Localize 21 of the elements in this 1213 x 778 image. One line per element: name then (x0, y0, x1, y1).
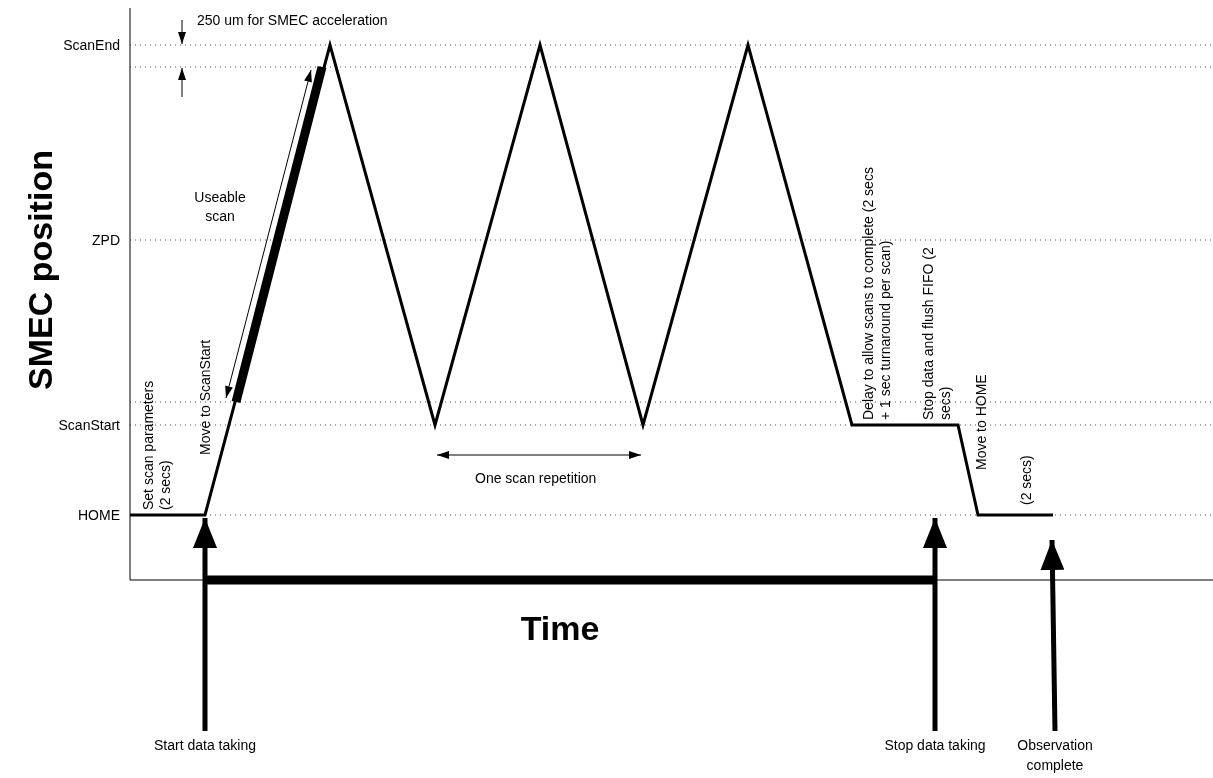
dimension-note: 250 um for SMEC acceleration (197, 12, 388, 29)
arrow (1040, 539, 1065, 732)
arrow (193, 518, 217, 731)
axis-tick-label: ScanEnd (63, 37, 120, 54)
dimension-note: Useable scan (193, 188, 247, 226)
axis-tick-label: HOME (78, 507, 120, 524)
phase-note: Set scan parameters (2 secs) (140, 379, 174, 510)
phase-note: (2 secs) (1018, 454, 1035, 505)
event-label: Observation complete (1005, 735, 1105, 775)
event-label: Start data taking (135, 735, 275, 755)
arrow (923, 518, 947, 731)
phase-note: Move to ScanStart (197, 338, 214, 455)
axis-title: Time (519, 608, 601, 648)
phase-note: Delay to allow scans to complete (2 secs + 1 sec turnaround per scan) (860, 166, 894, 420)
phase-note: Stop data and flush FIFO (2 secs) (920, 246, 954, 420)
event-label: Stop data taking (865, 735, 1005, 755)
axis-tick-label: ScanStart (58, 417, 120, 434)
axis-title: SMEC position (20, 149, 60, 392)
axis-tick-label: ZPD (92, 232, 120, 249)
dimension-note: One scan repetition (475, 470, 597, 487)
phase-note: Move to HOME (973, 373, 990, 470)
